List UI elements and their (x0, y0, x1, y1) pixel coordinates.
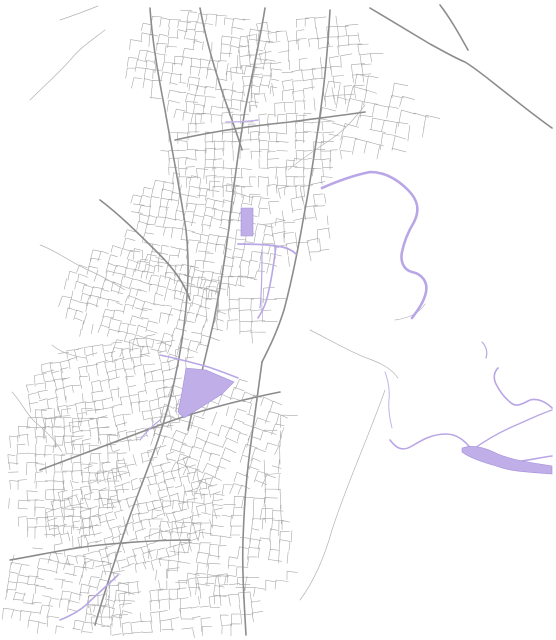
district-block-south (177, 367, 235, 419)
avenue-central-west (94, 7, 189, 626)
river-east (320, 170, 428, 320)
corridor-vertical (257, 245, 277, 319)
fringe-road (299, 389, 386, 601)
fringe-road (59, 5, 99, 21)
corridor-vertical-2 (259, 249, 263, 309)
highway-northeast (439, 4, 469, 51)
avenue-south-west (9, 539, 191, 561)
channel-north (225, 119, 259, 123)
avenue-east-ridge (261, 9, 331, 363)
avenue-central-east (187, 7, 266, 431)
avenue-north-spine (199, 7, 243, 151)
lagoon (461, 446, 553, 475)
district-block-north (240, 207, 254, 237)
street-network (2, 9, 441, 638)
fringe-road (11, 391, 63, 453)
highlighted-features (59, 119, 553, 621)
fringe-road (51, 344, 87, 359)
corridor-south (139, 419, 161, 441)
pond (481, 341, 488, 359)
avenue-diagonal-west (99, 199, 191, 301)
highway-east (369, 7, 553, 129)
avenue-southeast (241, 361, 263, 636)
fringe-road (29, 29, 106, 101)
fringe-road (309, 329, 399, 379)
avenue-cross-north (174, 111, 366, 141)
corridor-central (237, 243, 297, 255)
stream-upper-east (384, 371, 393, 429)
fringe-road (39, 244, 126, 291)
river-far-east-upper (493, 367, 553, 409)
avenue-cross-south (39, 391, 281, 471)
corridor-southwest (59, 574, 119, 621)
main-roads (9, 4, 553, 636)
fringe-road (287, 104, 366, 171)
corridor-west (159, 354, 239, 379)
river-far-east-branch (471, 409, 553, 451)
street-grid (2, 9, 441, 638)
